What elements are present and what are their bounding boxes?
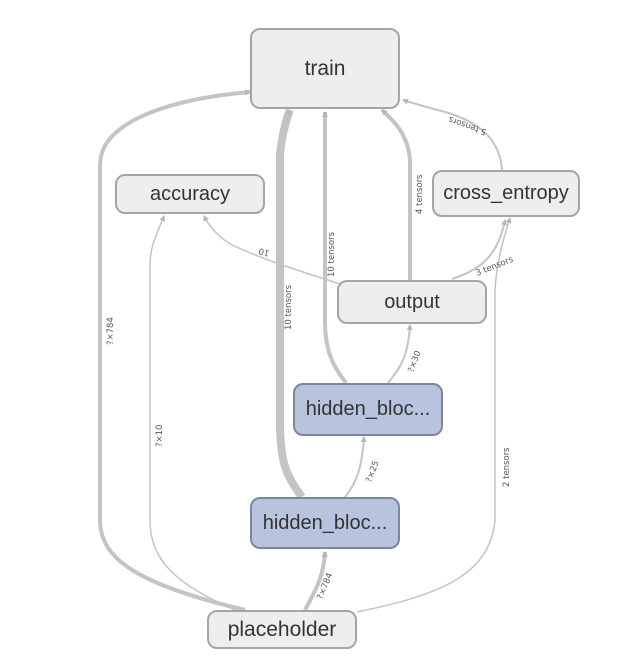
- edge-hidden-upper-output: [387, 324, 413, 384]
- edge-label-output-cross-entropy: 3 tensors: [474, 254, 515, 278]
- edge-hidden-lower-train: [276, 108, 306, 500]
- edge-placeholder-train: [98, 89, 251, 612]
- edge-output-train: [380, 108, 412, 280]
- edge-label-placeholder-train: ?×784: [106, 317, 116, 345]
- node-output[interactable]: output: [337, 280, 487, 324]
- edge-placeholder-cross-entropy: [356, 217, 512, 613]
- edge-label-cross-entropy-train: 5 tensors: [447, 113, 488, 136]
- edge-label-output-train: 4 tensors: [415, 174, 425, 214]
- edge-cross-entropy-train: [402, 98, 503, 171]
- edge-label-hidden-lower-train: 10 tensors: [284, 284, 294, 330]
- node-hidden-block-upper[interactable]: hidden_bloc...: [293, 383, 443, 436]
- node-cross-entropy[interactable]: cross_entropy: [432, 170, 580, 217]
- node-hidden-block-lower[interactable]: hidden_bloc...: [250, 497, 400, 549]
- node-accuracy[interactable]: accuracy: [115, 174, 265, 214]
- edge-label-output-accuracy: 10: [258, 245, 271, 258]
- edge-label-hidden-lower-hidden-upper: ?×25: [364, 460, 381, 485]
- edge-output-accuracy: [203, 215, 341, 285]
- edge-placeholder-hidden-lower: [303, 551, 328, 611]
- edge-label-placeholder-cross-entropy: 2 tensors: [502, 447, 512, 487]
- edge-label-hidden-upper-output: ?×30: [406, 350, 423, 375]
- edge-label-hidden-upper-train: 10 tensors: [327, 231, 337, 277]
- edge-output-cross-entropy: [451, 219, 507, 280]
- edge-placeholder-accuracy: [149, 215, 241, 613]
- node-train[interactable]: train: [250, 28, 400, 109]
- node-placeholder[interactable]: placeholder: [207, 610, 357, 649]
- edge-label-placeholder-accuracy: ?×10: [155, 425, 165, 447]
- edge-hidden-lower-hidden-upper: [344, 436, 367, 498]
- edge-hidden-upper-train: [322, 111, 348, 385]
